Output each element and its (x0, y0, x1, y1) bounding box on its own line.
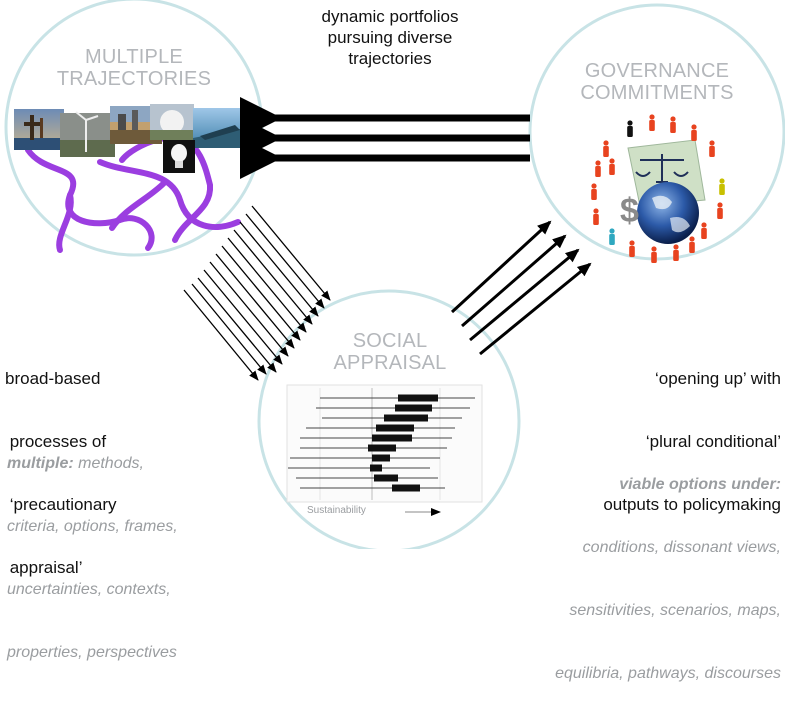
sustainability-axis-label: Sustainability (307, 505, 366, 516)
person-icon-head (689, 236, 695, 242)
range-box (392, 484, 420, 492)
trajectories-title: MULTIPLE TRAJECTORIES (54, 46, 214, 90)
person-icon-head (627, 120, 633, 126)
diagram: $ dynamic portfolios pursuing diverse tr… (4, 0, 785, 682)
governance-illustration: $ (620, 139, 706, 244)
right-text-line: ‘plural conditional’ (645, 432, 781, 451)
left-italic-line: uncertainties, contexts, (7, 581, 171, 598)
social-appraisal-title: SOCIAL APPRAISAL (310, 330, 470, 374)
range-box (376, 424, 414, 432)
governance-title-line: COMMITMENTS (580, 82, 734, 104)
trajectories-photos (14, 104, 245, 173)
range-box (372, 454, 390, 462)
person-icon-head (701, 222, 707, 228)
range-box (395, 404, 432, 412)
person-icon-head (649, 114, 655, 120)
right-italic-line: conditions, dissonant views, (582, 539, 781, 556)
governance-title-line: GOVERNANCE (584, 60, 730, 82)
right-text-line: ‘opening up’ with (654, 369, 781, 388)
medium-arrows (450, 220, 592, 356)
person-icon-head (673, 244, 679, 250)
person-icon (595, 166, 601, 177)
person-icon (691, 130, 697, 141)
person-icon (673, 250, 679, 261)
top-caption-line: dynamic portfolios (321, 7, 459, 26)
person-icon-head (629, 240, 635, 246)
range-box (398, 394, 438, 402)
top-caption-line: trajectories (348, 49, 432, 68)
person-icon-head (603, 140, 609, 146)
range-box (384, 414, 428, 422)
wind-turbine-photo (60, 111, 115, 157)
oil-rig-photo (14, 109, 64, 150)
person-icon (670, 122, 676, 133)
governance-title: GOVERNANCE COMMITMENTS (567, 60, 747, 104)
solar-landscape-photo (193, 108, 245, 148)
range-box (368, 444, 396, 452)
thick-arrows (240, 97, 530, 179)
person-icon-head (717, 202, 723, 208)
earth-globe (637, 182, 699, 244)
person-icon (689, 242, 695, 253)
person-icon (609, 164, 615, 175)
people-ring (591, 114, 725, 263)
left-text-line: broad-based (5, 369, 101, 388)
person-icon (609, 234, 615, 245)
range-box (372, 434, 412, 442)
social-appraisal-title-line: SOCIAL (352, 330, 428, 352)
person-icon (719, 184, 725, 195)
person-icon-head (651, 246, 657, 252)
person-icon-head (591, 183, 597, 189)
person-icon (709, 146, 715, 157)
person-icon-head (670, 116, 676, 122)
person-icon (627, 126, 633, 137)
trajectories-title-line: MULTIPLE (85, 46, 183, 68)
person-icon-head (709, 140, 715, 146)
person-icon-head (691, 124, 697, 130)
person-icon (603, 146, 609, 157)
scales-icon (635, 154, 689, 183)
left-italic-line: properties, perspectives (7, 644, 177, 661)
person-icon (717, 208, 723, 219)
person-icon-head (609, 228, 615, 234)
person-icon (593, 214, 599, 225)
diagram-graphics: $ (4, 0, 785, 549)
trajectories-title-line: TRAJECTORIES (56, 68, 212, 90)
right-italic-lead: viable options under: (619, 476, 781, 493)
left-italic-first-line: multiple: methods, (7, 453, 178, 474)
right-text-line: outputs to policymaking (603, 495, 781, 514)
person-icon (649, 120, 655, 131)
right-italic-line: sensitivities, scenarios, maps, (569, 602, 781, 619)
left-italic-text: multiple: methods, criteria, options, fr… (7, 411, 178, 705)
radome-photo (150, 104, 194, 140)
person-icon-head (719, 178, 725, 184)
left-italic-rest: methods, (73, 455, 144, 472)
social-appraisal-title-line: APPRAISAL (333, 352, 447, 374)
right-text: ‘opening up’ with ‘plural conditional’ o… (603, 326, 781, 557)
person-icon (591, 189, 597, 200)
left-italic-line: criteria, options, frames, (7, 518, 178, 535)
thin-arrows (183, 205, 331, 381)
person-icon (701, 228, 707, 239)
left-italic-lead: multiple: (7, 455, 74, 472)
left-text-line: ‘precautionary (5, 495, 117, 514)
right-italic-line: equilibria, pathways, discourses (555, 665, 781, 682)
lightbulb-photo (163, 140, 195, 173)
right-italic-text: viable options under: conditions, disson… (555, 432, 781, 726)
person-icon (629, 246, 635, 257)
appraisal-chart (286, 384, 483, 516)
range-box (374, 474, 398, 482)
person-icon-head (595, 160, 601, 166)
left-text-line: processes of (5, 432, 107, 451)
top-caption: dynamic portfolios pursuing diverse traj… (300, 6, 480, 69)
range-box (370, 464, 382, 472)
person-icon-head (609, 158, 615, 164)
person-icon-head (593, 208, 599, 214)
dollar-sign: $ (620, 192, 639, 230)
person-icon (651, 252, 657, 263)
top-caption-line: pursuing diverse (327, 28, 453, 47)
